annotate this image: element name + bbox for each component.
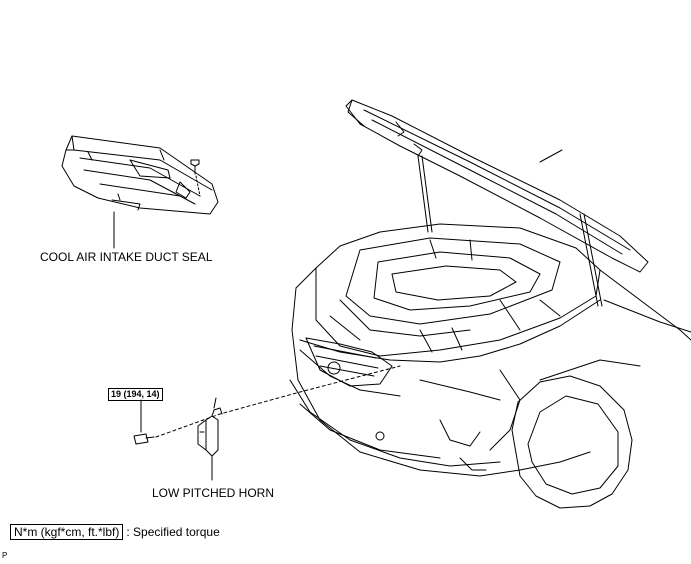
front-bumper	[289, 379, 501, 471]
horn-mount-dashed-line	[155, 365, 401, 438]
low-pitched-horn-part	[197, 397, 223, 481]
cool-air-intake-duct-seal-part	[61, 135, 219, 215]
vehicle-hood	[345, 99, 649, 273]
legend-description: Specified torque	[133, 525, 220, 539]
cool-air-intake-duct-seal-label: COOL AIR INTAKE DUCT SEAL	[40, 250, 213, 264]
hood-support-rods	[417, 155, 603, 307]
legend-separator: :	[126, 525, 130, 539]
low-pitched-horn-label: LOW PITCHED HORN	[152, 486, 275, 500]
torque-spec-box: 19 (194, 14)	[108, 388, 163, 401]
front-wheel	[511, 359, 641, 509]
grille	[305, 337, 393, 387]
torque-legend: N*m (kgf*cm, ft.*lbf): Specified torque	[10, 524, 220, 540]
torque-unit-box: N*m (kgf*cm, ft.*lbf)	[10, 524, 124, 540]
engine-bay	[315, 223, 601, 357]
horn-bolt-icon	[133, 399, 155, 445]
corner-code: P	[2, 551, 8, 560]
clip-icon	[190, 159, 201, 197]
